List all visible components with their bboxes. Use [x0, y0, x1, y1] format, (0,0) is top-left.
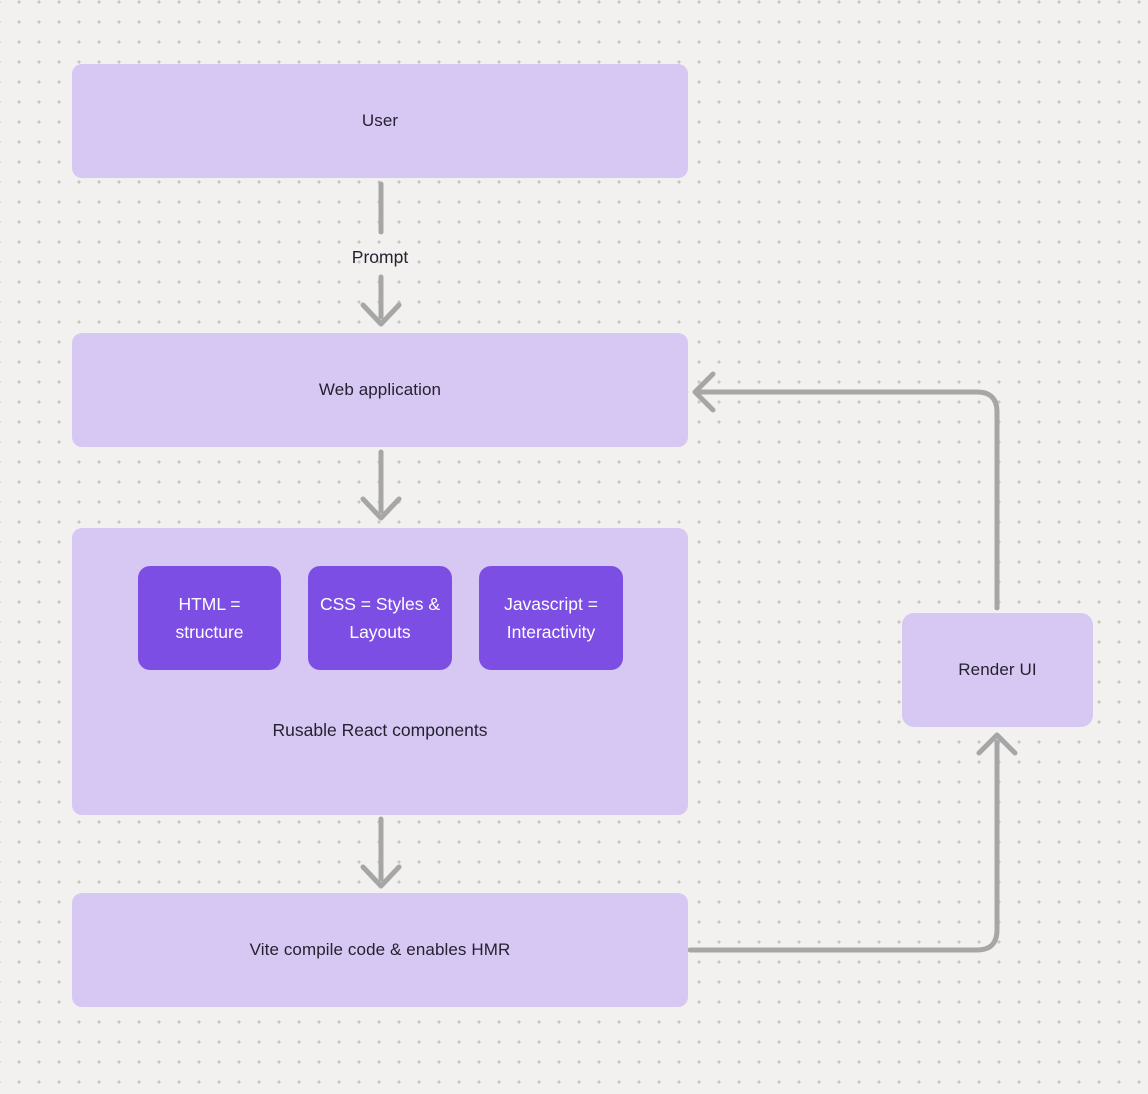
arrowhead-down-vite — [360, 864, 402, 889]
arrowhead-down-group — [360, 496, 402, 521]
components-group-caption: Rusable React components — [272, 720, 488, 740]
node-render-ui-label: Render UI — [958, 660, 1037, 679]
node-javascript-label: Javascript = Interactivity — [504, 594, 598, 642]
arrowhead-up-renderui — [976, 732, 1018, 756]
node-css-label: CSS = Styles & Layouts — [319, 594, 441, 642]
edge-vite-to-renderui — [687, 739, 1000, 953]
node-vite-label: Vite compile code & enables HMR — [249, 940, 511, 959]
node-user: User — [72, 64, 688, 178]
arrowhead-left-webapp — [692, 371, 716, 413]
node-html-label: HTML = structure — [175, 594, 244, 642]
node-components-group: HTML = structure CSS = Styles & Layouts … — [72, 528, 688, 815]
node-javascript: Javascript = Interactivity — [479, 566, 623, 670]
node-render-ui: Render UI — [902, 613, 1093, 727]
edge-renderui-to-webapp — [698, 389, 1000, 611]
node-css: CSS = Styles & Layouts — [308, 566, 452, 670]
node-user-label: User — [361, 111, 399, 130]
node-web-application-label: Web application — [318, 380, 442, 399]
node-web-application: Web application — [72, 333, 688, 447]
node-html: HTML = structure — [138, 566, 281, 670]
edge-label-prompt: Prompt — [351, 247, 409, 267]
arrowhead-down-webapp — [360, 302, 402, 327]
node-vite: Vite compile code & enables HMR — [72, 893, 688, 1007]
